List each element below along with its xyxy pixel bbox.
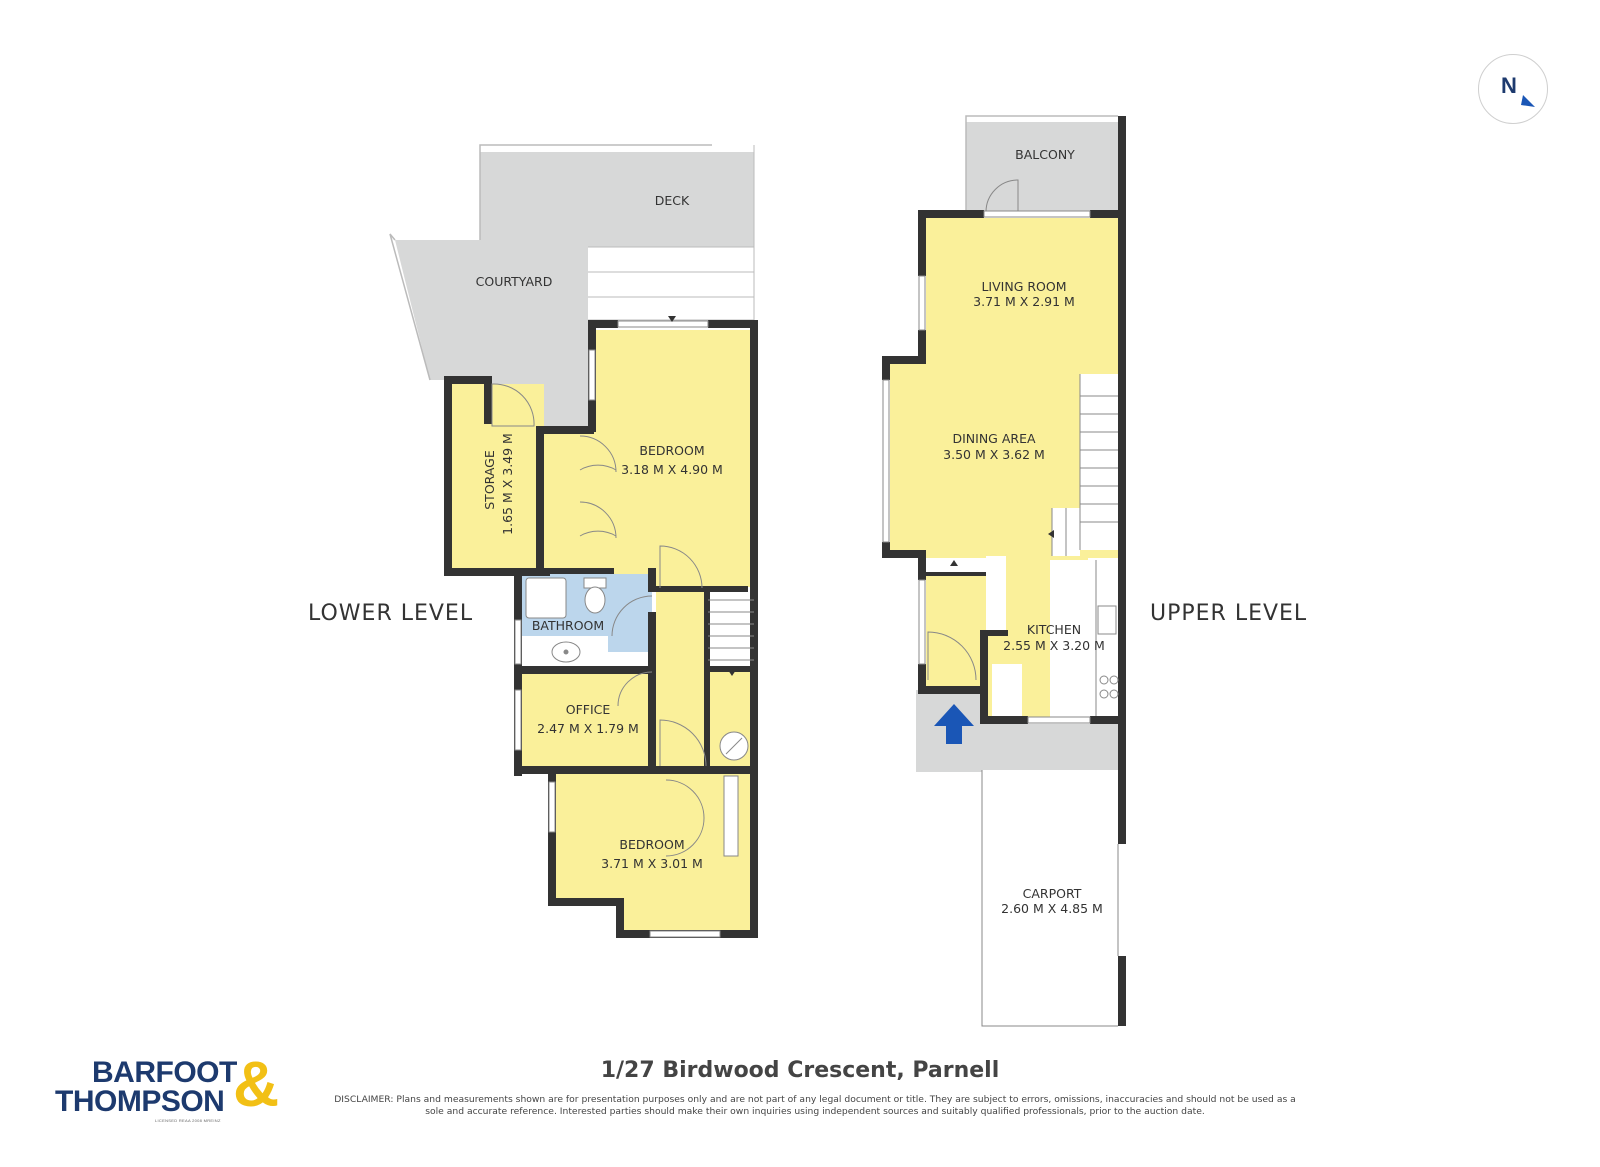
kitchen-corridor <box>926 572 988 686</box>
lower-fixtures <box>491 320 754 938</box>
label-deck: DECK <box>655 193 690 208</box>
label-storage-dims: 1.65 M X 3.49 M <box>500 433 515 535</box>
label-carport-dims: 2.60 M X 4.85 M <box>1001 901 1103 916</box>
office-room <box>522 674 652 768</box>
compass-arrow-icon <box>1521 95 1535 107</box>
dining-extension <box>890 356 930 552</box>
logo-ampersand: & <box>233 1048 280 1120</box>
label-carport: CARPORT <box>1023 886 1082 901</box>
courtyard-boundary <box>479 144 712 240</box>
label-balcony: BALCONY <box>1015 147 1075 162</box>
entry-arrow-icon <box>934 704 974 744</box>
compass-n-label: N <box>1501 73 1517 98</box>
courtyard-area <box>395 152 588 426</box>
label-dining-dims: 3.50 M X 3.62 M <box>943 447 1045 462</box>
logo-line-2: THOMPSON <box>55 1085 225 1118</box>
label-bedroom-2-dims: 3.71 M X 3.01 M <box>601 856 703 871</box>
label-storage: STORAGE <box>482 450 497 510</box>
upper-fixtures <box>882 210 1119 1027</box>
balcony-area <box>966 122 1118 216</box>
property-address: 1/27 Birdwood Crescent, Parnell <box>600 1058 1000 1083</box>
label-living-room-dims: 3.71 M X 2.91 M <box>973 294 1075 309</box>
stair-upper <box>1080 374 1118 550</box>
stair-lower <box>708 590 754 670</box>
label-bedroom-2: BEDROOM <box>619 837 684 852</box>
north-compass: N <box>1478 54 1548 124</box>
disclaimer-text: DISCLAIMER: Plans and measurements shown… <box>334 1094 1296 1117</box>
door-marker-upper <box>950 560 958 566</box>
logo-license: LICENSED REAA 2008 MREINZ <box>155 1118 221 1123</box>
brand-logo: BARFOOT THOMPSON & LICENSED REAA 2008 MR… <box>55 1052 295 1123</box>
door-marker-deck <box>668 316 676 322</box>
label-kitchen-dims: 2.55 M X 3.20 M <box>1003 638 1105 653</box>
label-bedroom-1: BEDROOM <box>639 443 704 458</box>
label-courtyard: COURTYARD <box>476 274 553 289</box>
wardrobe-1 <box>540 430 594 570</box>
balcony-door <box>985 179 1019 213</box>
label-kitchen: KITCHEN <box>1027 622 1081 637</box>
hallway <box>656 590 708 770</box>
upper-walls <box>882 116 1126 1026</box>
label-living-room: LIVING ROOM <box>981 279 1066 294</box>
label-bathroom: BATHROOM <box>532 618 604 633</box>
label-bedroom-1-dims: 3.18 M X 4.90 M <box>621 462 723 477</box>
deck-area <box>588 152 754 247</box>
bedroom-1-room <box>594 330 754 587</box>
bedroom-2-room <box>556 774 754 934</box>
label-upper-level: UPPER LEVEL <box>1150 601 1307 626</box>
label-lower-level: LOWER LEVEL <box>308 601 473 626</box>
front-step <box>982 724 1118 770</box>
courtyard-boundary-left <box>389 233 431 381</box>
door-marker-stair <box>728 670 736 676</box>
storage-room <box>452 384 544 570</box>
kitchen-bench <box>1050 560 1118 718</box>
pantry-space <box>992 664 1022 716</box>
balcony-rail <box>965 115 1118 216</box>
lower-walls <box>444 320 758 938</box>
logo-line-1: BARFOOT <box>92 1056 237 1089</box>
fridge-space <box>986 556 1006 630</box>
label-office: OFFICE <box>566 702 611 717</box>
stair-marker-upper <box>1048 530 1054 538</box>
label-dining: DINING AREA <box>952 431 1035 446</box>
label-office-dims: 2.47 M X 1.79 M <box>537 721 639 736</box>
